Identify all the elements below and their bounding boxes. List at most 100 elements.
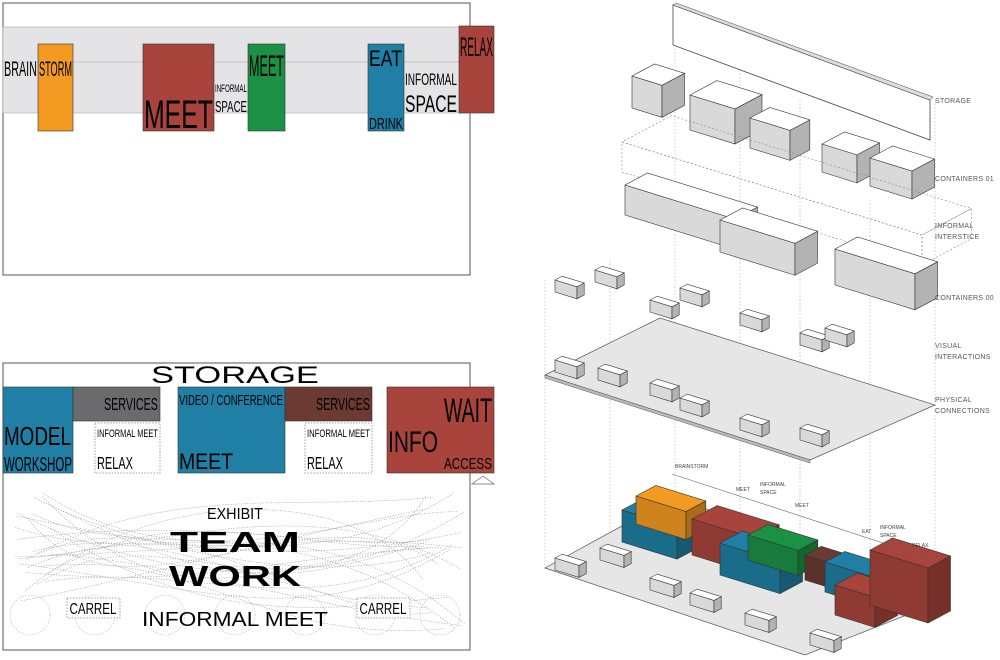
video-conference-label: VIDEO / CONFERENCE — [179, 392, 283, 409]
seat-circle — [284, 594, 326, 636]
flow-line — [16, 515, 461, 552]
furniture-piece-top — [649, 573, 682, 586]
tag-relax: RELAX — [912, 543, 929, 549]
info-label: INFO — [388, 426, 438, 458]
flow-line — [26, 547, 431, 578]
tag-line — [671, 473, 936, 561]
work-label: WORK — [169, 560, 301, 592]
model-workshop-block — [2, 386, 74, 474]
container-01-top — [689, 80, 763, 110]
top-plan-labels: BRAIN STORM MEET INFORMAL SPACE MEET EAT… — [4, 33, 493, 137]
flow-line — [19, 548, 451, 599]
physical-piece-top — [679, 393, 710, 406]
layer-label-visual-a: VISUAL — [935, 343, 962, 350]
relax-1-label: RELAX — [97, 455, 133, 474]
furniture-piece-top — [599, 543, 632, 556]
storage-label: STORAGE — [151, 362, 319, 389]
container-00-piece-top — [679, 283, 710, 296]
layer-label-storage: STORAGE — [935, 98, 971, 105]
meet-green-block — [247, 43, 286, 132]
informal-meet-1-box — [94, 422, 161, 474]
relax-block — [458, 25, 495, 114]
workshop-label: WORKSHOP — [4, 454, 72, 476]
tag-informal2-b: SPACE — [880, 533, 897, 539]
carrel-2-box — [356, 597, 411, 619]
furniture-piece-top — [689, 588, 722, 601]
flow-line — [21, 508, 425, 601]
meet-label: MEET — [144, 93, 213, 137]
drink-label: DRINK — [369, 115, 403, 133]
exploded-axonometric — [544, 2, 973, 656]
physical-piece-top — [554, 355, 585, 368]
flow-line — [25, 509, 424, 591]
flow-line — [37, 511, 464, 585]
relax-label: RELAX — [460, 33, 493, 62]
containers-01-wireframe-top — [621, 115, 973, 236]
access-label: ACCESS — [444, 454, 492, 472]
tag-meet-1: MEET — [736, 487, 750, 493]
model-label: MODEL — [4, 421, 71, 451]
informal-label-b: SPACE — [215, 97, 247, 115]
informal-meet-2-box — [304, 422, 373, 474]
brainstorm-volume-top — [635, 485, 707, 512]
tag-meet-2: MEET — [795, 503, 809, 509]
meet-green-volume-top — [747, 524, 819, 551]
container-00-piece-top — [739, 308, 770, 321]
top-plan — [2, 2, 495, 276]
layer-label-containers-00: CONTAINERS 00 — [935, 295, 994, 302]
bottom-plan — [2, 362, 496, 651]
tag-informal-b: SPACE — [760, 490, 777, 496]
informal-meet-1-label: INFORMAL MEET — [97, 426, 158, 439]
tag-brainstorm: BRAINSTORM — [675, 464, 708, 470]
seat-circle — [144, 594, 186, 636]
relax-2-label: RELAX — [307, 455, 343, 474]
carrel-1-label: CARREL — [70, 599, 117, 617]
services-2-block — [284, 386, 373, 422]
plane-edge — [544, 374, 811, 464]
flow-line — [40, 563, 445, 631]
interstice-volume-top — [834, 236, 939, 275]
exhibit-label: EXHIBIT — [207, 505, 263, 523]
containers-01-wireframe-front — [621, 141, 923, 266]
tag-eat: EAT — [862, 529, 871, 535]
flow-line — [18, 495, 427, 573]
flow-line — [15, 527, 465, 625]
container-01-top — [749, 107, 811, 131]
containers-01-wireframe-side — [921, 208, 972, 266]
meet-label-bottom: MEET — [179, 450, 233, 474]
flow-line — [53, 506, 433, 568]
carrel-1-box — [66, 597, 121, 619]
volumes — [554, 63, 973, 653]
seat-circle — [9, 594, 51, 636]
services-1-block — [72, 386, 161, 422]
informal-2-label-b: SPACE — [405, 92, 457, 118]
services-2-label: SERVICES — [316, 395, 370, 414]
services-1-label: SERVICES — [104, 395, 158, 414]
flow-line — [44, 544, 453, 589]
informal-2-label-a: INFORMAL — [405, 69, 457, 88]
access-arrow-icon — [470, 475, 496, 485]
physical-piece-top — [649, 378, 680, 391]
tag-informal2-a: INFORMAL — [880, 525, 906, 531]
interstice-volume-top — [624, 172, 759, 220]
flow-line — [43, 493, 458, 542]
container-00-piece-top — [824, 323, 855, 336]
container-00-piece-top — [594, 265, 625, 278]
wait-label: WAIT — [444, 391, 492, 429]
physical-piece-top — [739, 413, 770, 426]
flow-line — [27, 493, 454, 568]
container-01-top — [631, 63, 686, 86]
bottom-plan-labels: STORAGE MODEL WORKSHOP SERVICES INFORMAL… — [4, 362, 492, 631]
layer-label-informal-a: INFORMAL — [935, 223, 974, 230]
container-01-top — [869, 145, 936, 172]
physical-piece-top — [799, 423, 830, 436]
flow-line — [15, 540, 462, 558]
flow-line — [38, 537, 432, 615]
eat-drink-block — [367, 43, 405, 132]
brainstorm-label-b: STORM — [39, 58, 72, 81]
tag-informal-a: INFORMAL — [760, 482, 786, 488]
interstice-volume-top — [719, 207, 819, 244]
brainstorm-label-a: BRAIN — [4, 57, 37, 81]
furniture-piece-top — [809, 628, 842, 641]
